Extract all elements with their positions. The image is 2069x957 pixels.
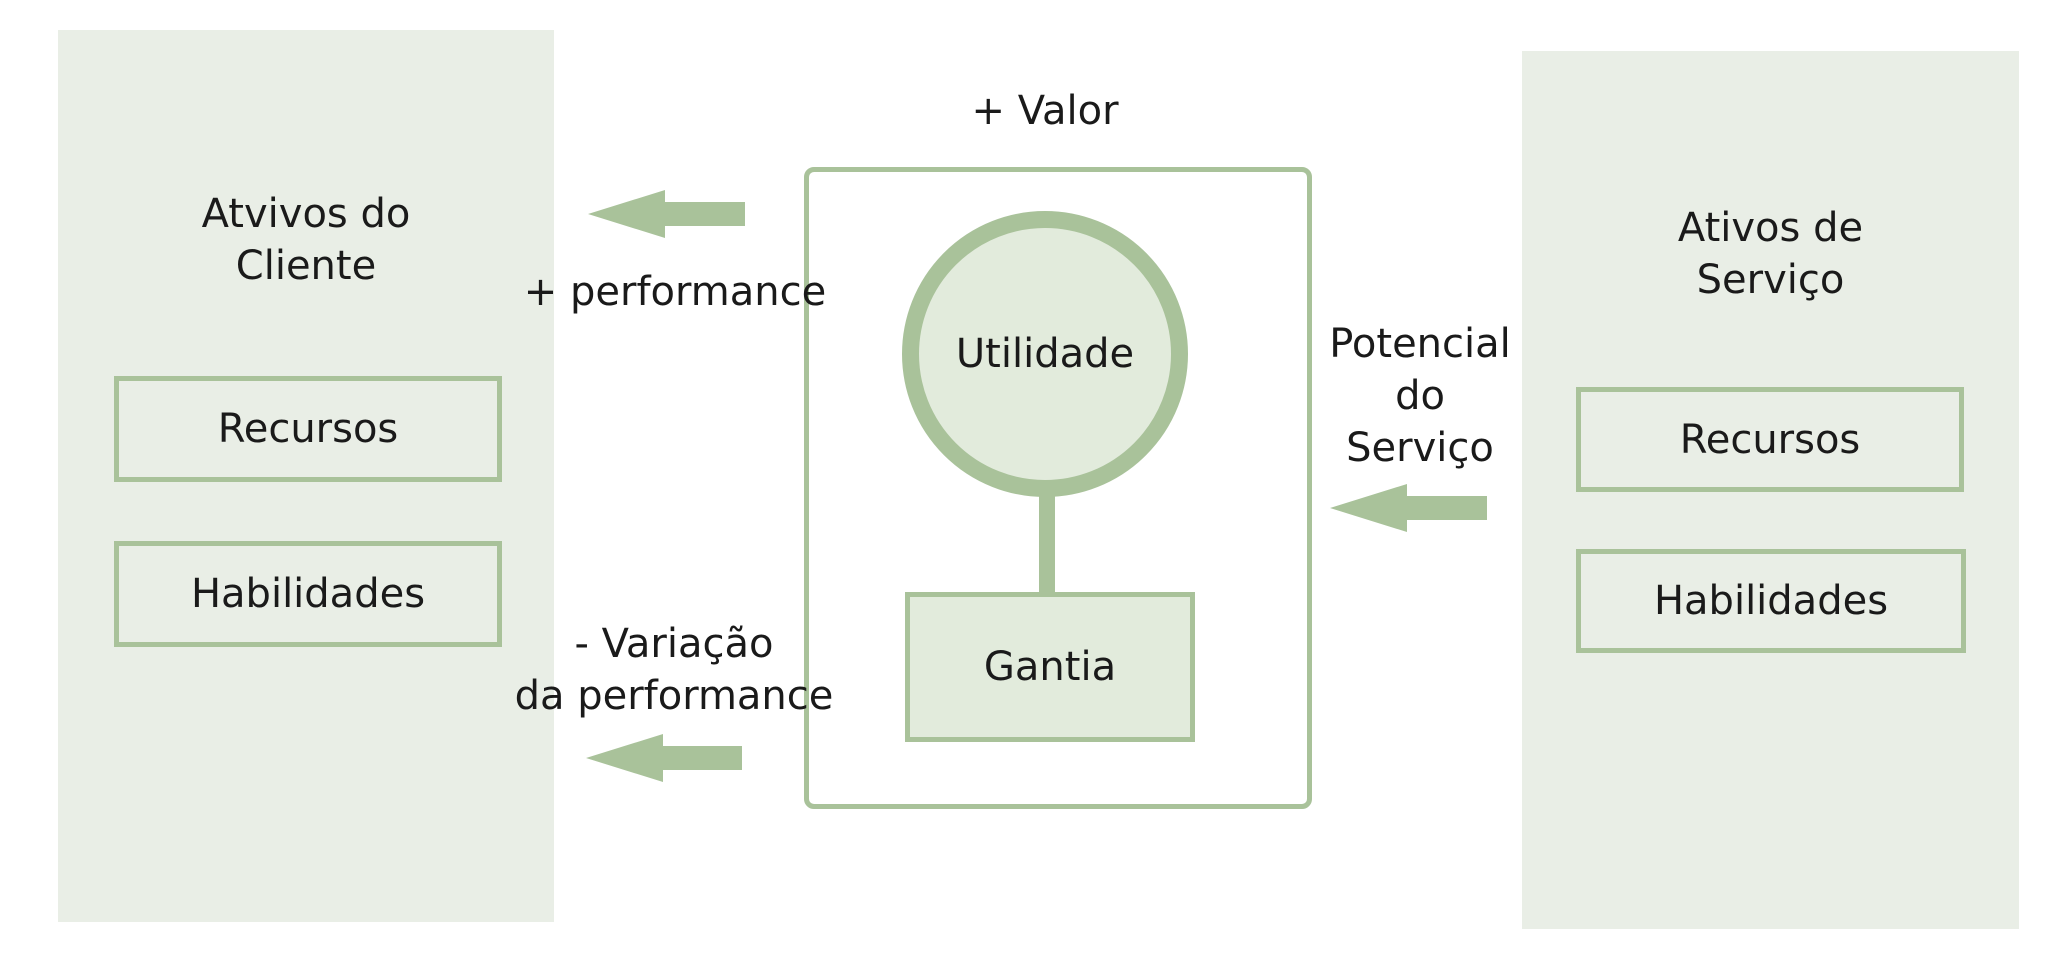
service-potential-arrow xyxy=(1330,484,1487,532)
warranty-box: Gantia xyxy=(905,592,1195,742)
service-potential-label: Potencial do Serviço xyxy=(1329,321,1511,471)
utility-label: Utilidade xyxy=(955,331,1135,377)
service-skills-box: Habilidades xyxy=(1576,549,1966,653)
utility-warranty-connector xyxy=(1039,494,1055,594)
performance-variation-label: - Variação da performance xyxy=(514,621,834,719)
performance-arrow xyxy=(588,190,745,238)
performance-variation-arrow xyxy=(586,734,742,782)
client-assets-title: Atvivos do Cliente xyxy=(201,191,411,289)
client-assets-panel xyxy=(58,30,554,922)
value-label: + Valor xyxy=(971,88,1119,134)
client-resources-box: Recursos xyxy=(114,376,502,482)
performance-label: + performance xyxy=(523,269,827,315)
service-assets-title: Ativos de Serviço xyxy=(1677,205,1864,303)
utility-circle: Utilidade xyxy=(902,211,1188,497)
service-resources-box: Recursos xyxy=(1576,387,1964,492)
client-skills-box: Habilidades xyxy=(114,541,502,647)
warranty-label: Gantia xyxy=(983,644,1117,690)
value-box xyxy=(804,167,1312,809)
